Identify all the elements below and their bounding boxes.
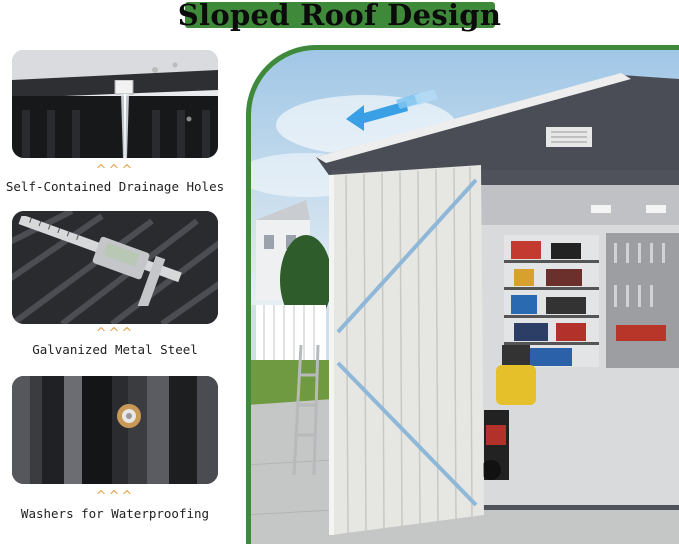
hero-shed-image [246,45,679,544]
caption-steel: Galvanized Metal Steel [32,342,198,357]
caption-drainage: Self-Contained Drainage Holes [5,179,225,194]
page-title: Sloped Roof Design [177,0,502,32]
water-drop-icon [114,80,134,158]
feature-image-washer [12,376,218,484]
caption-washer: Washers for Waterproofing [20,506,210,521]
chevrons-1: ^^^ [95,163,135,178]
slope-arrow-icon [346,89,438,131]
title-underline-bar [185,2,495,28]
caliper-icon [18,216,182,306]
chevrons-2: ^^^ [95,326,135,341]
chevrons-3: ^^^ [95,489,135,504]
feature-image-drainage [12,50,218,158]
washer-icon [117,404,141,428]
feature-image-steel [12,211,218,324]
